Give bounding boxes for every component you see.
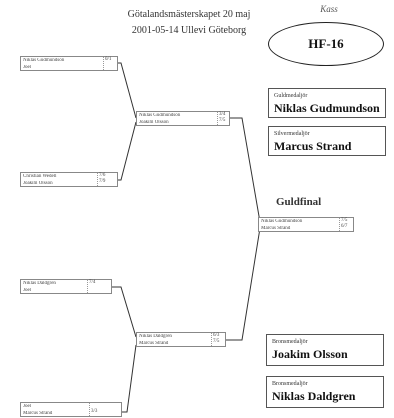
score: 3/4 7/5 [217, 112, 226, 125]
player-name: Joel [23, 288, 32, 293]
medal-caption: Guldmedaljör [274, 93, 308, 99]
player-name: Joel [23, 404, 32, 409]
match-semi-2: Niklas Daldgren Marcus Strand 6/3 7/5 [136, 332, 226, 347]
player-name: Marcus Strand [139, 341, 169, 346]
score: 6/3 7/5 [211, 333, 220, 346]
match-r1-3: Niklas Daldgren Joel 7/4 [20, 279, 112, 294]
score: 0/1 [103, 57, 111, 70]
medal-name: Niklas Gudmundson [274, 101, 380, 115]
medal-caption: Bronsmedaljör [272, 339, 308, 345]
medal-name: Marcus Strand [274, 139, 352, 153]
connector-semi-1 [230, 117, 261, 223]
connector-r1-4 [122, 344, 137, 413]
player-name: Niklas Gudmundson [261, 219, 303, 224]
connector-r1-2 [118, 121, 137, 181]
match-r1-4: Joel Marcus Strand 3/3 [20, 402, 122, 417]
player-name: Joakim Olsson [23, 181, 53, 186]
player-name: Joel [23, 65, 32, 70]
medal-name: Joakim Olsson [272, 347, 348, 361]
score: 7/4 [87, 280, 95, 293]
player-name: Niklas Gudmundson [23, 58, 65, 63]
player-name: Marcus Strand [261, 226, 291, 231]
medal-box-silver: Silvermedaljör Marcus Strand [268, 126, 386, 156]
connector-r1-3 [112, 286, 137, 338]
page-title-line2: 2001-05-14 Ullevi Göteborg [131, 25, 247, 36]
medal-box-bronze-2: Bronsmedaljör Niklas Daldgren [266, 376, 384, 408]
score: 3/3 [89, 403, 97, 416]
player-name: Niklas Daldgren [139, 334, 172, 339]
medal-name: Niklas Daldgren [272, 389, 356, 403]
connector-semi-2 [226, 227, 261, 341]
player-name: Marcus Strand [23, 411, 53, 416]
match-semi-1: Niklas Gudmundson Joakim Olsson 3/4 7/5 [136, 111, 230, 126]
player-name: Christian Wedell [23, 174, 57, 179]
final-label: Guldfinal [276, 196, 322, 208]
logo-scrawl: Kass [320, 4, 338, 14]
match-final: Niklas Gudmundson Marcus Strand 7/5 6/7 [258, 217, 354, 232]
medal-box-gold: Guldmedaljör Niklas Gudmundson [268, 88, 386, 118]
player-name: Niklas Daldgren [23, 281, 56, 286]
medal-caption: Silvermedaljör [274, 131, 310, 137]
logo-badge: HF-16 [268, 22, 384, 66]
page-title-line1: Götalandsmästerskapet 20 maj [127, 9, 251, 20]
score: 7/5 6/7 [339, 218, 348, 231]
medal-box-bronze-1: Bronsmedaljör Joakim Olsson [266, 334, 384, 366]
match-r1-2: Christian Wedell Joakim Olsson 7/6 7/9 [20, 172, 118, 187]
connector-r1-1 [118, 62, 137, 119]
score: 7/6 7/9 [97, 173, 106, 186]
player-name: Niklas Gudmundson [139, 113, 181, 118]
player-name: Joakim Olsson [139, 120, 169, 125]
medal-caption: Bronsmedaljör [272, 381, 308, 387]
match-r1-1: Niklas Gudmundson Joel 0/1 [20, 56, 118, 71]
